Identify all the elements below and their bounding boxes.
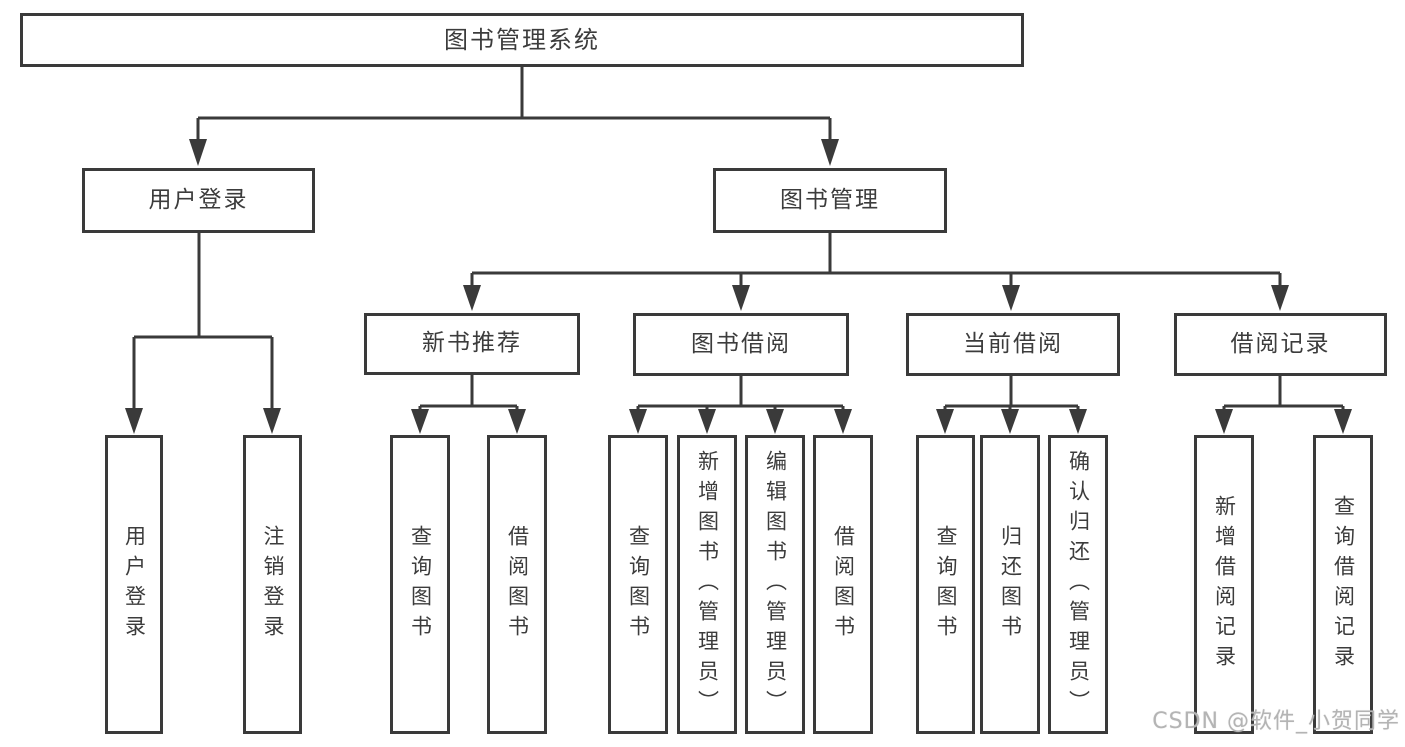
leaf-bb-edit-books-admin: 编辑图书（管理员） bbox=[745, 435, 805, 734]
leaf-bb-query-books: 查询图书 bbox=[608, 435, 668, 734]
node-book-management: 图书管理 bbox=[713, 168, 947, 233]
leaf-bb-add-books-admin: 新增图书（管理员） bbox=[677, 435, 737, 734]
arrowheads bbox=[125, 139, 1352, 434]
leaf-logout: 注销登录 bbox=[243, 435, 302, 734]
node-new-book-recommend: 新书推荐 bbox=[364, 313, 580, 375]
leaf-rec-query-books: 查询图书 bbox=[390, 435, 450, 734]
leaf-cb-confirm-return-admin: 确认归还（管理员） bbox=[1048, 435, 1108, 734]
leaf-bb-borrow-books: 借阅图书 bbox=[813, 435, 873, 734]
node-user-login: 用户登录 bbox=[82, 168, 315, 233]
csdn-watermark: CSDN @软件_小贺同学 bbox=[1152, 709, 1400, 734]
node-borrowing-records: 借阅记录 bbox=[1174, 313, 1387, 376]
leaf-cb-query-books: 查询图书 bbox=[916, 435, 975, 734]
node-current-borrowing: 当前借阅 bbox=[906, 313, 1120, 376]
leaf-br-add-record: 新增借阅记录 bbox=[1194, 435, 1254, 734]
leaf-user-login: 用户登录 bbox=[105, 435, 163, 734]
leaf-cb-return-books: 归还图书 bbox=[980, 435, 1040, 734]
node-book-borrowing: 图书借阅 bbox=[633, 313, 849, 376]
leaf-br-query-record: 查询借阅记录 bbox=[1313, 435, 1373, 734]
node-library-system: 图书管理系统 bbox=[20, 13, 1024, 67]
leaf-rec-borrow-books: 借阅图书 bbox=[487, 435, 547, 734]
